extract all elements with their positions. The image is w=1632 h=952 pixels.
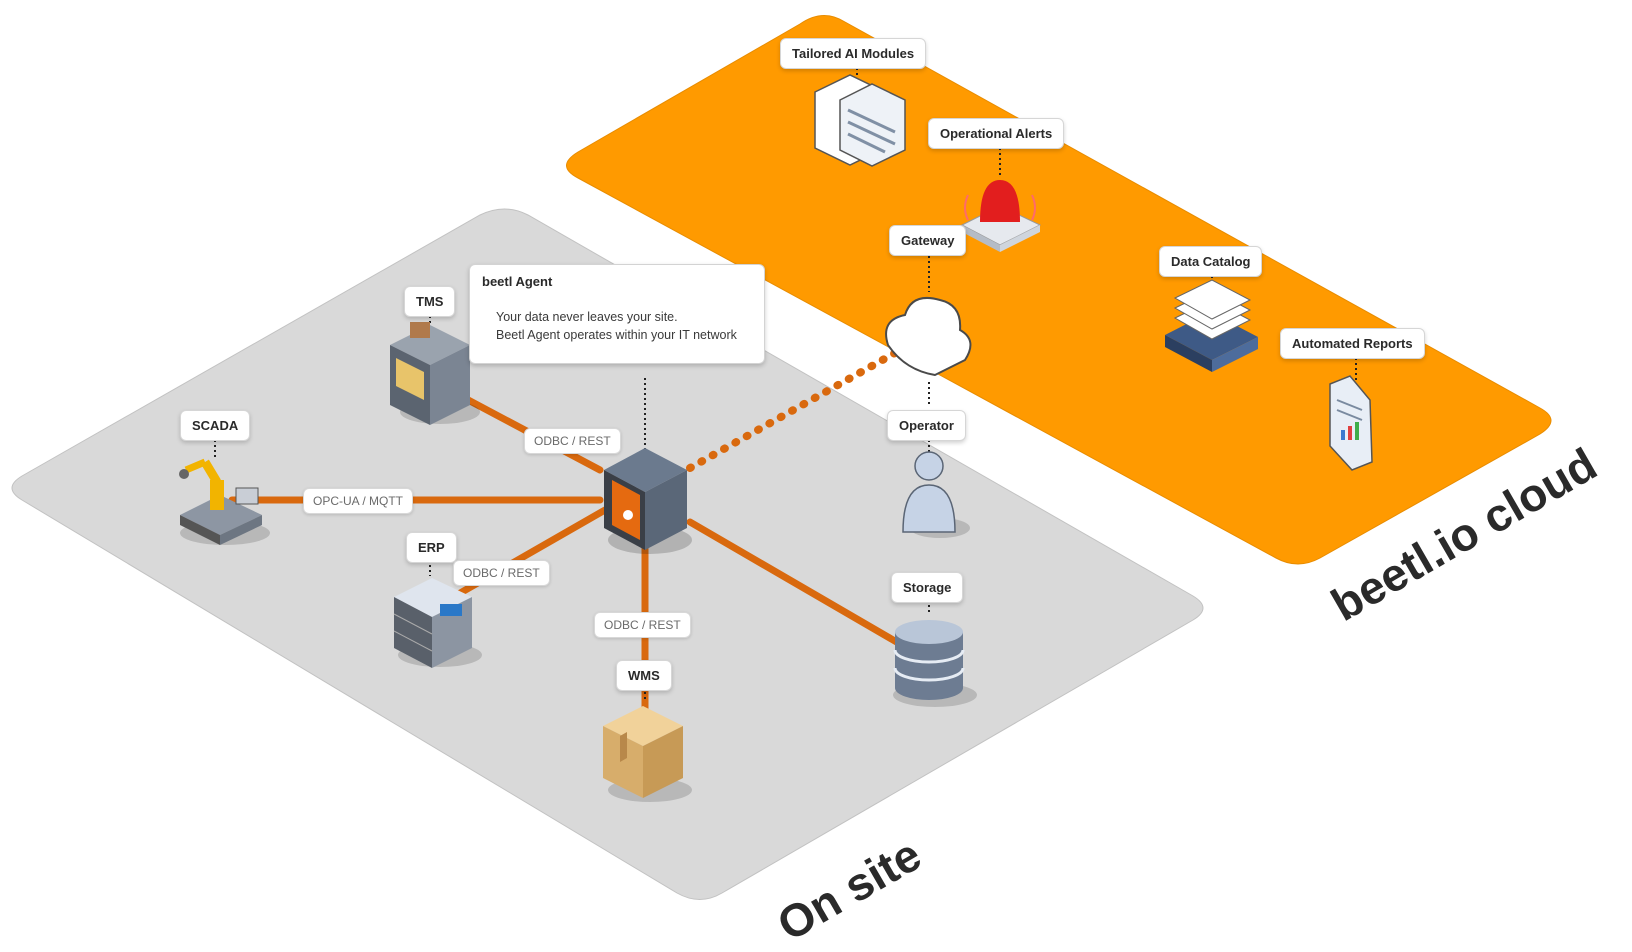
protocol-label-scada: OPC-UA / MQTT bbox=[303, 488, 413, 514]
protocol-label-wms: ODBC / REST bbox=[594, 612, 691, 638]
storage-db-icon[interactable] bbox=[893, 620, 977, 707]
data-catalog-icon[interactable] bbox=[1165, 279, 1258, 372]
chat-bubbles-icon[interactable] bbox=[814, 74, 906, 167]
node-label-operator: Operator bbox=[887, 410, 966, 441]
link-agent-gateway bbox=[686, 349, 899, 472]
scada-robot-icon[interactable] bbox=[179, 458, 270, 545]
protocol-label-erp: ODBC / REST bbox=[453, 560, 550, 586]
operator-icon[interactable] bbox=[902, 451, 970, 538]
agent-title: beetl Agent bbox=[482, 274, 553, 289]
node-label-alerts: Operational Alerts bbox=[928, 118, 1065, 149]
beetl-agent-icon[interactable] bbox=[604, 448, 692, 554]
agent-desc-line1: Your data never leaves your site. bbox=[496, 310, 678, 324]
link-storage-agent bbox=[686, 518, 904, 648]
node-label-tailored-ai: Tailored AI Modules bbox=[780, 38, 927, 69]
node-label-wms: WMS bbox=[616, 660, 672, 691]
node-label-data-catalog: Data Catalog bbox=[1159, 246, 1263, 277]
agent-desc-line2: Beetl Agent operates within your IT netw… bbox=[496, 328, 737, 342]
protocol-label-tms: ODBC / REST bbox=[524, 428, 621, 454]
tms-icon[interactable] bbox=[390, 322, 480, 425]
report-document-icon[interactable] bbox=[1329, 375, 1373, 471]
wms-box-icon[interactable] bbox=[603, 706, 692, 802]
alert-siren-icon[interactable] bbox=[960, 180, 1042, 252]
node-label-scada: SCADA bbox=[180, 410, 251, 441]
agent-callout: beetl Agent Your data never leaves your … bbox=[469, 264, 765, 364]
node-label-erp: ERP bbox=[406, 532, 457, 563]
node-label-reports: Automated Reports bbox=[1280, 328, 1425, 359]
cloud-plane bbox=[566, 15, 1552, 565]
node-label-tms: TMS bbox=[404, 286, 456, 317]
gateway-cloud-icon[interactable] bbox=[885, 296, 972, 377]
erp-server-icon[interactable] bbox=[393, 578, 482, 668]
node-label-storage: Storage bbox=[891, 572, 964, 603]
node-label-gateway: Gateway bbox=[889, 225, 967, 256]
site-plane bbox=[11, 208, 1204, 900]
